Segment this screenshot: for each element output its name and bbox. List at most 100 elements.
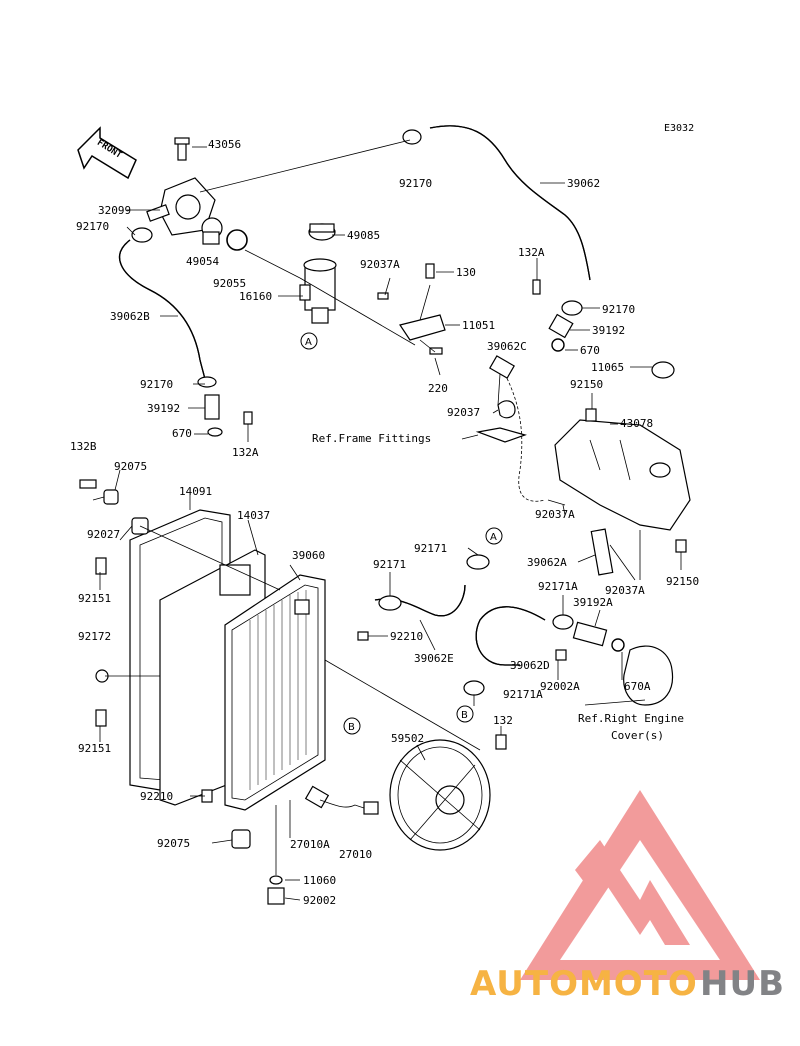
- label-43056: 43056: [208, 138, 241, 151]
- label-92002A: 92002A: [540, 680, 580, 693]
- label-11060: 11060: [303, 874, 336, 887]
- label-220: 220: [428, 382, 448, 395]
- bolt-132A-right: [532, 279, 541, 295]
- label-39192-right: 39192: [592, 324, 625, 337]
- label-39062E: 39062E: [414, 652, 454, 665]
- label-92150-top: 92150: [570, 378, 603, 391]
- tube-39062C-end: [489, 355, 515, 379]
- watermark-logo: AUTOMOTO HUB: [470, 790, 785, 1004]
- filler-neck-16160: [299, 258, 337, 324]
- thermostat-49054: [201, 217, 223, 245]
- water-pump-cover: [623, 645, 674, 706]
- label-670-left: 670: [172, 427, 192, 440]
- label-92037A-mid: 92037A: [535, 508, 575, 521]
- label-43078: 43078: [620, 417, 653, 430]
- label-92171A-upper: 92171A: [538, 580, 578, 593]
- radiator-core: [249, 590, 307, 790]
- clamp-92170-right: [561, 300, 583, 316]
- frame-fitting-bracket: [475, 427, 527, 443]
- front-arrow: FRONT: [77, 126, 137, 180]
- callout-b-middle: B: [456, 705, 474, 723]
- clamp-92171A-lower: [463, 680, 485, 696]
- ref-frame-fittings: Ref.Frame Fittings: [312, 432, 431, 445]
- label-39062: 39062: [567, 177, 600, 190]
- label-39192A: 39192A: [573, 596, 613, 609]
- watermark-m-mark: [575, 840, 690, 945]
- watermark-text-automoto: AUTOMOTO: [470, 964, 698, 1004]
- reservoir-tank-43078: [554, 419, 691, 531]
- label-32099: 32099: [98, 204, 131, 217]
- label-92172: 92172: [78, 630, 111, 643]
- o-ring-670-left: [207, 427, 223, 437]
- label-670-right: 670: [580, 344, 600, 357]
- hose-39062B: [118, 239, 206, 381]
- label-92027: 92027: [87, 528, 120, 541]
- clamp-92171-upper: [466, 554, 490, 570]
- clip-92210-upper: [357, 631, 369, 641]
- label-59502: 59502: [391, 732, 424, 745]
- label-132A-left: 132A: [232, 446, 259, 459]
- label-92037: 92037: [447, 406, 480, 419]
- clamp-92170-lower-left: [197, 376, 217, 388]
- mount-92075-top: [103, 489, 119, 505]
- label-39192-left: 39192: [147, 402, 180, 415]
- bolt-132B: [79, 479, 97, 489]
- bolt-132A-left: [243, 411, 253, 425]
- bolt-92002A: [555, 649, 567, 661]
- svg-text:A: A: [305, 337, 312, 348]
- svg-text:B: B: [461, 710, 468, 721]
- hose-39062: [429, 125, 591, 281]
- label-14091: 14091: [179, 485, 212, 498]
- tank-cap-11065: [651, 361, 675, 379]
- fan-assembly-59502: [389, 739, 491, 851]
- bolt-220: [429, 347, 443, 355]
- sensor-27010: [304, 785, 379, 815]
- label-39062B: 39062B: [110, 310, 150, 323]
- label-39062C: 39062C: [487, 340, 527, 353]
- clip-92037A-top: [377, 292, 389, 300]
- clip-92037: [497, 400, 516, 419]
- clamp-92171A-upper: [552, 614, 574, 630]
- bolt-92151-lower: [95, 709, 107, 727]
- thermostat-housing-32099: [146, 177, 216, 236]
- ref-right-engine-cover-line1: Ref.Right Engine: [578, 712, 684, 725]
- o-ring-670-right: [551, 338, 565, 352]
- joint-39192-left: [204, 394, 220, 420]
- bolt-132-fan: [495, 734, 507, 750]
- bolt-130: [425, 263, 435, 279]
- label-92075-top: 92075: [114, 460, 147, 473]
- callout-a-top: A: [300, 332, 318, 350]
- label-92171-lower: 92171: [373, 558, 406, 571]
- radiator-cap-49085: [308, 223, 336, 241]
- label-92037A-top: 92037A: [360, 258, 400, 271]
- bolt-92151-upper: [95, 557, 107, 575]
- label-670A: 670A: [624, 680, 651, 693]
- label-39062D: 39062D: [510, 659, 550, 672]
- callout-b-lower: B: [343, 717, 361, 735]
- ref-right-engine-cover-line2: Cover(s): [611, 729, 664, 742]
- hose-39062D: [475, 606, 546, 666]
- label-49085: 49085: [347, 229, 380, 242]
- hose-39062A: [590, 528, 614, 576]
- label-92075-bottom: 92075: [157, 837, 190, 850]
- bolt-92150-bottom: [675, 539, 687, 553]
- svg-text:A: A: [490, 532, 497, 543]
- bolt-43056: [174, 137, 190, 161]
- o-ring-92055: [226, 229, 248, 251]
- watermark-text-hub: HUB: [700, 964, 785, 1004]
- label-16160: 16160: [239, 290, 272, 303]
- label-132A-top: 132A: [518, 246, 545, 259]
- label-92170-right: 92170: [602, 303, 635, 316]
- label-92170-left: 92170: [76, 220, 109, 233]
- grommet-92075-bottom: [231, 829, 251, 849]
- label-11065: 11065: [591, 361, 624, 374]
- bracket-11051: [399, 314, 446, 341]
- label-92151-lower: 92151: [78, 742, 111, 755]
- joint-39192A: [572, 621, 608, 647]
- label-92171-upper: 92171: [414, 542, 447, 555]
- clamp-92171-lower: [378, 595, 402, 611]
- clamp-92170-left: [131, 227, 153, 243]
- svg-text:B: B: [348, 722, 355, 733]
- joint-39192-right: [548, 313, 574, 339]
